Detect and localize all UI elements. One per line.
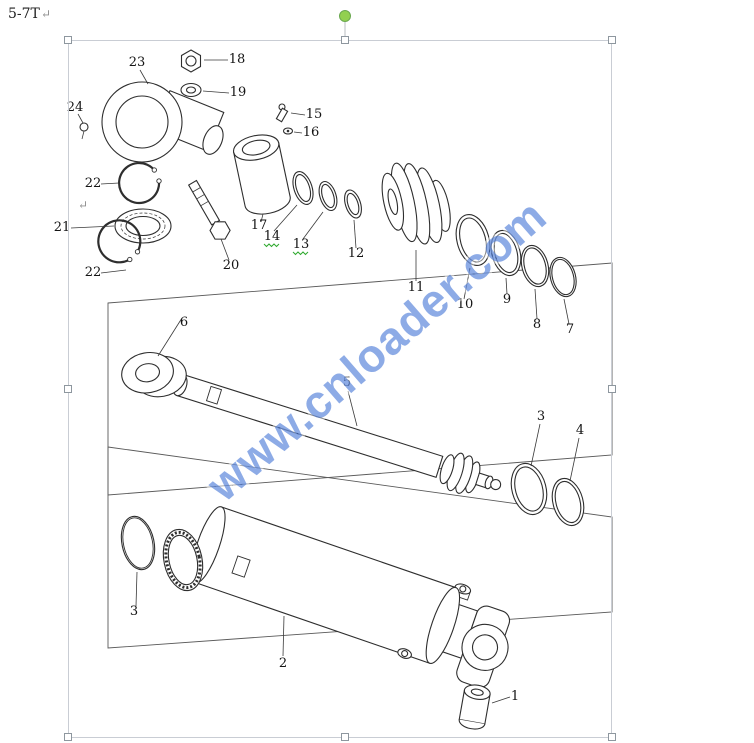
part-label-22b: 22 bbox=[85, 265, 102, 280]
part-17-bushing bbox=[232, 134, 291, 215]
rotation-handle[interactable] bbox=[339, 10, 351, 22]
part-label-14: 14 bbox=[264, 229, 281, 244]
leader-lines bbox=[70, 59, 580, 704]
part-label-20: 20 bbox=[223, 258, 240, 273]
selection-handle-top-right[interactable] bbox=[608, 36, 616, 44]
paragraph-text: 5-7T bbox=[8, 6, 41, 22]
selection-handle-top-left[interactable] bbox=[64, 36, 72, 44]
part-label-6: 6 bbox=[180, 315, 188, 330]
part-label-8: 8 bbox=[533, 317, 541, 332]
part-label-18: 18 bbox=[229, 52, 246, 67]
part-label-2: 2 bbox=[279, 656, 287, 671]
paragraph-mark: ↵ bbox=[41, 7, 51, 21]
part-20-bolt bbox=[187, 179, 231, 240]
part-label-11: 11 bbox=[408, 280, 425, 295]
part-label-19: 19 bbox=[230, 85, 247, 100]
part-19-washer bbox=[180, 82, 202, 98]
watermark-text: www.cnloader.com bbox=[196, 189, 556, 512]
part-2-cylinder-barrel bbox=[191, 506, 511, 688]
part-label-17: 17 bbox=[251, 218, 268, 233]
part-1-bushing bbox=[458, 684, 491, 730]
part-21-bearing-ring bbox=[114, 208, 172, 244]
part-label-9: 9 bbox=[503, 292, 511, 307]
part-label-3b: 3 bbox=[130, 604, 138, 619]
part-18-nut bbox=[180, 49, 202, 73]
part-10-o-ring bbox=[455, 213, 491, 267]
part-label-12: 12 bbox=[348, 246, 365, 261]
selection-handle-middle-right[interactable] bbox=[608, 385, 616, 393]
part-8-o-ring bbox=[520, 244, 550, 288]
part-label-22a: 22 bbox=[85, 176, 102, 191]
part-7-o-ring bbox=[549, 256, 577, 298]
part-label-3r: 3 bbox=[537, 409, 545, 424]
part-5-piston-rod bbox=[172, 373, 502, 494]
part-23-rod-end bbox=[101, 81, 225, 163]
part-label-10: 10 bbox=[457, 297, 474, 312]
part-24-screw bbox=[79, 122, 89, 140]
part-22-snap-ring-upper bbox=[118, 161, 162, 205]
part-14-seal bbox=[292, 171, 314, 205]
part-label-15: 15 bbox=[306, 107, 323, 122]
selection-handle-bottom-right[interactable] bbox=[608, 733, 616, 741]
part-label-13: 13 bbox=[293, 237, 310, 252]
part-9-o-ring bbox=[490, 229, 522, 277]
selection-handle-bottom-left[interactable] bbox=[64, 733, 72, 741]
part-4-seal bbox=[551, 477, 585, 527]
part-label-21: 21 bbox=[54, 220, 71, 235]
part-label-4: 4 bbox=[576, 423, 584, 438]
part-16-washer bbox=[282, 127, 294, 135]
selection-handle-bottom-middle[interactable] bbox=[341, 733, 349, 741]
part-label-16: 16 bbox=[303, 125, 320, 140]
spellcheck-underline bbox=[292, 251, 309, 256]
selection-handle-top-middle[interactable] bbox=[341, 36, 349, 44]
part-label-7: 7 bbox=[566, 322, 574, 337]
part-11-gland bbox=[381, 162, 451, 245]
part-3-ring-left bbox=[120, 515, 156, 571]
part-2-gland-ring bbox=[162, 528, 204, 592]
paragraph-mark-stray: ↵ bbox=[78, 198, 88, 212]
part-label-5: 5 bbox=[343, 375, 351, 390]
part-label-23: 23 bbox=[129, 55, 146, 70]
part-3-seal-right bbox=[510, 462, 548, 516]
part-13-seal bbox=[318, 180, 338, 212]
part-15-bolt bbox=[275, 103, 289, 123]
part-labels: 23 18 19 24 15 16 22 21 22 20 17 14 13 1… bbox=[54, 52, 584, 704]
part-label-1: 1 bbox=[511, 689, 519, 704]
part-label-24: 24 bbox=[67, 100, 84, 115]
part-12-seal bbox=[344, 189, 362, 219]
part-6-collar bbox=[121, 351, 187, 398]
selection-handle-middle-left[interactable] bbox=[64, 385, 72, 393]
spellcheck-underline bbox=[263, 243, 280, 248]
